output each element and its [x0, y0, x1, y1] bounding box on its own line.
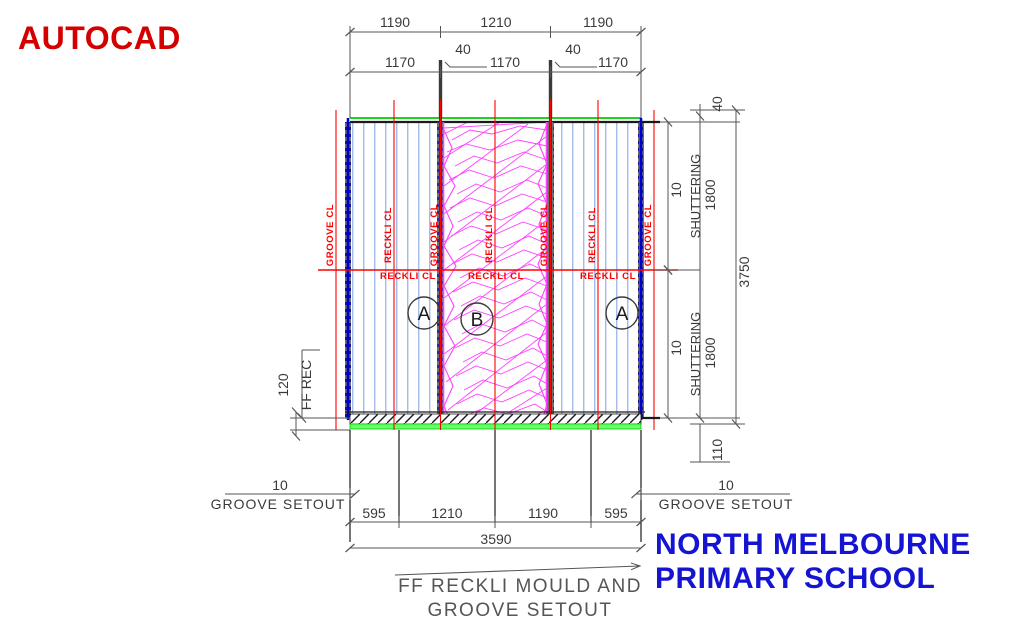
dim-leader-0: 40: [455, 41, 471, 57]
panel-tag-label-2: A: [616, 304, 629, 325]
cl-label-v-3: RECKLI CL: [484, 207, 495, 263]
panel-tag-label-0: A: [418, 304, 431, 325]
dim-top2-2: 1170: [598, 54, 628, 70]
cl-label-v-1: RECKLI CL: [383, 207, 394, 263]
dim-bot-3: 595: [604, 505, 628, 521]
groove-setout-left-label: GROOVE SETOUT: [211, 496, 346, 512]
left-dimension-text: 120 FF REC: [275, 360, 314, 411]
school-name-overlay: NORTH MELBOURNE PRIMARY SCHOOL: [655, 528, 971, 596]
dim-lower-small: 10: [668, 340, 684, 356]
top-dimension-text: 1190 1210 1190 1170 1170 1170 40 40: [380, 14, 628, 70]
groove-setout-right-label: GROOVE SETOUT: [659, 496, 794, 512]
cl-label-h-1: RECKLI CL: [468, 271, 524, 282]
cl-label-h-0: RECKLI CL: [380, 271, 436, 282]
cl-label-h-2: RECKLI CL: [580, 271, 636, 282]
school-name-line1: NORTH MELBOURNE: [655, 528, 971, 561]
panel-tag-circle-2: [605, 296, 639, 330]
dim-upper-small: 10: [668, 182, 684, 198]
reckli-mould-pattern: [443, 121, 548, 419]
dim-bot-overall: 3590: [480, 531, 511, 547]
dim-bot-2: 1190: [528, 505, 558, 521]
drawing-title-line1: FF RECKLI MOULD AND: [398, 576, 642, 597]
school-name-line2: PRIMARY SCHOOL: [655, 562, 936, 595]
cl-label-v-5: RECKLI CL: [587, 207, 598, 263]
groove-setout-left-value: 10: [272, 477, 288, 493]
panel-tag-circle-0: [407, 296, 441, 330]
groove-setout-right-value: 10: [718, 477, 734, 493]
cl-label-v-4: GROOVE CL: [539, 204, 550, 266]
bottom-dimension-text: 595 1210 1190 595 3590 10 GROOVE SETOUT …: [211, 477, 794, 547]
right-dimension-text: 40 10 SHUTTERING 1800 3750 10 SHUTTERING…: [668, 96, 752, 461]
dim-left-value: 120: [275, 373, 291, 397]
dim-top1-1: 1210: [480, 14, 511, 30]
left-dimension: [290, 349, 350, 441]
dim-lower-shuttering: SHUTTERING: [688, 312, 703, 397]
dim-bottom-gap: 110: [709, 439, 725, 462]
right-dimension-chain: [641, 104, 745, 463]
panel-tag-label-1: B: [471, 310, 484, 331]
panel-tags: A B A: [407, 296, 639, 336]
dim-top1-2: 1190: [583, 14, 613, 30]
top-dimension-chain: [345, 26, 646, 118]
dim-upper-shuttering: SHUTTERING: [688, 154, 703, 239]
bottom-dimension-lines: [225, 488, 790, 576]
dim-overall-right: 3750: [736, 256, 752, 287]
autocad-watermark: AUTOCAD: [18, 20, 181, 56]
dim-upper-value: 1800: [702, 179, 718, 210]
dim-top1-0: 1190: [380, 14, 410, 30]
panel-tag-circle-1: [460, 302, 494, 336]
dim-left-label: FF REC: [298, 360, 314, 411]
dim-top2-1: 1170: [490, 54, 520, 70]
dim-leader-1: 40: [565, 41, 581, 57]
dim-top2-0: 1170: [385, 54, 415, 70]
cl-label-v-0: GROOVE CL: [325, 204, 336, 266]
centreline-labels: GROOVE CL RECKLI CL GROOVE CL RECKLI CL …: [325, 204, 654, 282]
dim-lower-value: 1800: [702, 337, 718, 368]
dim-bot-0: 595: [362, 505, 386, 521]
dim-top-gap: 40: [709, 96, 725, 112]
dim-bot-1: 1210: [431, 505, 462, 521]
drawing-title-line2: GROOVE SETOUT: [428, 600, 613, 621]
drawing-title: FF RECKLI MOULD AND GROOVE SETOUT: [398, 576, 642, 621]
cl-label-v-6: GROOVE CL: [643, 204, 654, 266]
cl-label-v-2: GROOVE CL: [429, 204, 440, 266]
